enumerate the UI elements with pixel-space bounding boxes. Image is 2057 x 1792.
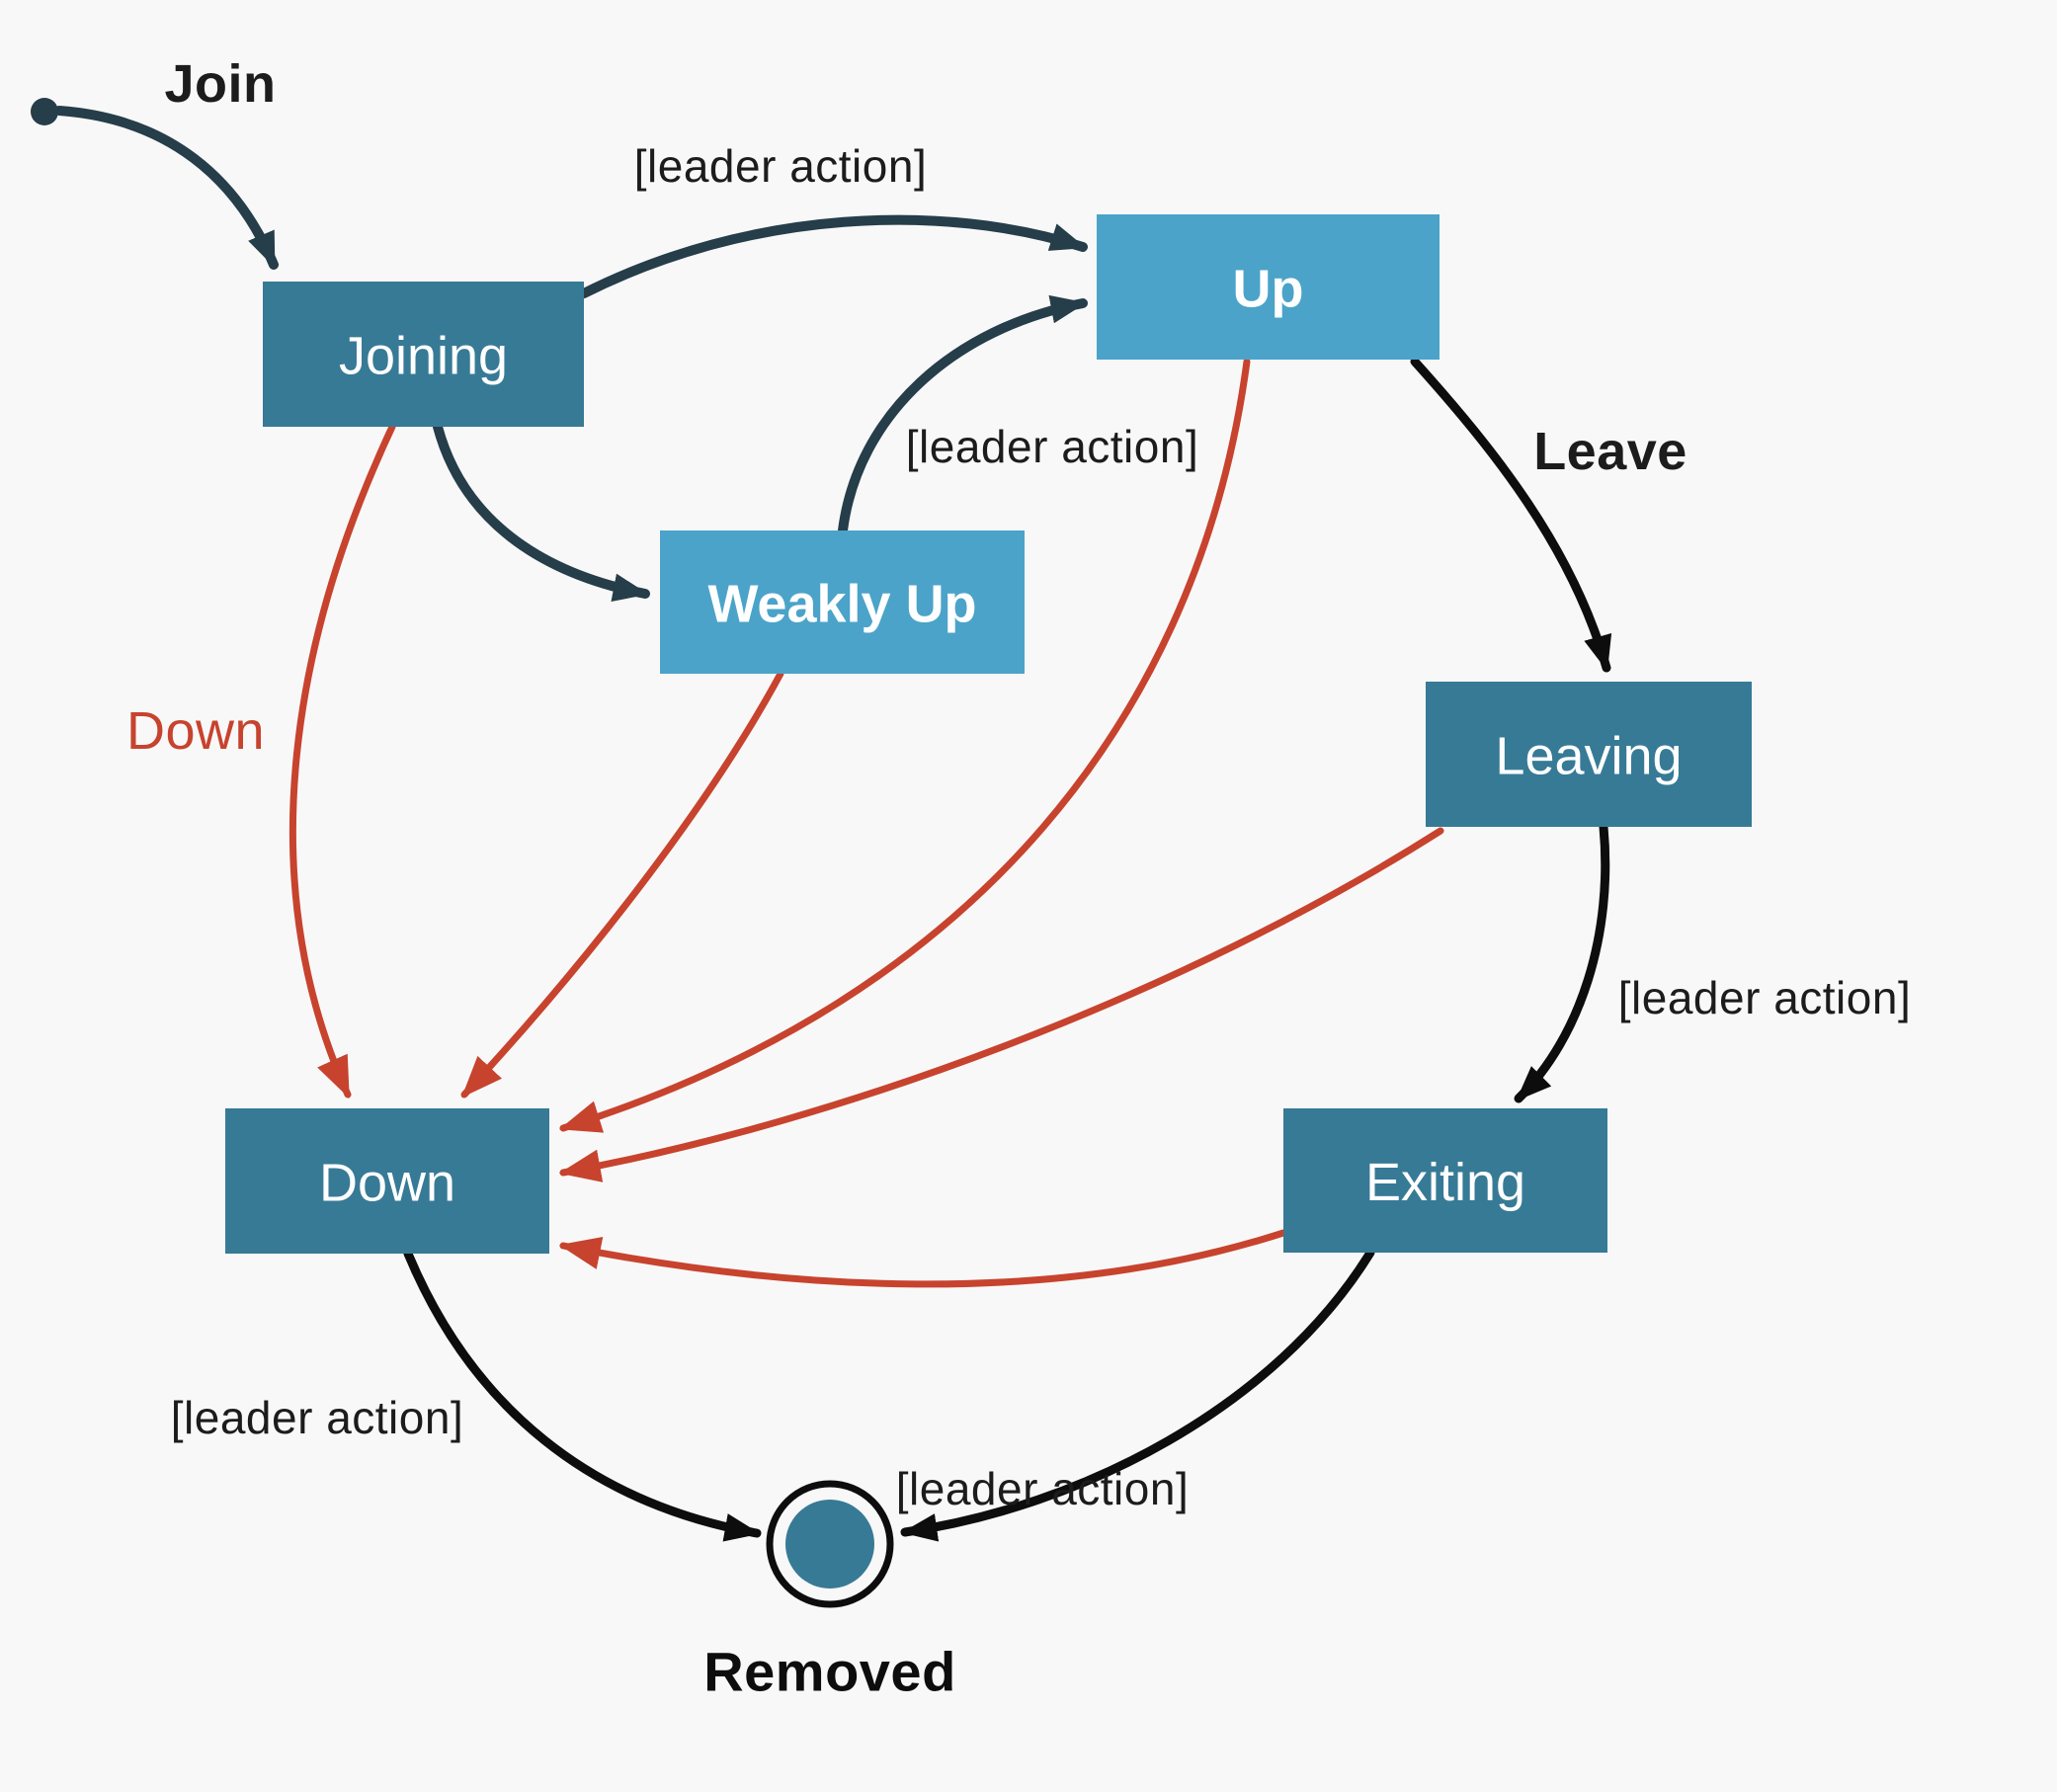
edge-down-to-removed (403, 1249, 762, 1542)
label-leader-action-top: [leader action] (634, 140, 927, 192)
label-leader-action-bottom-left: [leader action] (171, 1392, 463, 1443)
state-node-joining: Joining (263, 282, 584, 427)
state-label-leaving: Leaving (1495, 727, 1682, 786)
label-leader-action-middle: [leader action] (906, 421, 1198, 472)
state-node-exiting: Exiting (1283, 1108, 1607, 1253)
edges-layer (54, 106, 1612, 1542)
edge-up-to-down (558, 358, 1251, 1133)
edge-weaklyup-to-up (838, 294, 1088, 535)
edge-leaving-to-down (558, 827, 1444, 1182)
edge-up-to-leaving (1410, 357, 1612, 673)
label-leave: Leave (1533, 422, 1687, 481)
edge-joining-to-down (288, 423, 396, 1099)
state-node-leaving: Leaving (1426, 682, 1752, 827)
label-join: Join (164, 54, 276, 114)
label-leader-action-bottom-right: [leader action] (896, 1463, 1189, 1514)
state-label-joining: Joining (339, 327, 508, 386)
edge-start-to-joining (54, 106, 279, 270)
final-state-removed (766, 1480, 894, 1608)
label-leader-action-right: [leader action] (1618, 972, 1911, 1023)
state-node-weakly-up: Weakly Up (660, 530, 1025, 674)
edge-exiting-to-down (558, 1229, 1287, 1288)
state-node-up: Up (1097, 214, 1440, 360)
state-label-down: Down (319, 1154, 455, 1213)
labels-layer: Join [leader action] [leader action] LeaveD… (126, 54, 1911, 1703)
state-label-exiting: Exiting (1365, 1153, 1525, 1212)
state-box-exiting (1283, 1108, 1607, 1253)
state-box-joining (263, 282, 584, 427)
edge-leaving-to-exiting (1514, 822, 1610, 1103)
state-box-down (225, 1108, 549, 1254)
state-box-weakly-up (660, 530, 1025, 674)
state-box-leaving (1426, 682, 1752, 827)
initial-state-dot (31, 98, 58, 125)
label-removed: Removed (703, 1641, 956, 1703)
edge-joining-to-up (579, 214, 1088, 298)
label-down: Down (126, 701, 265, 761)
edge-joining-to-weaklyup (433, 422, 650, 602)
edge-exiting-to-removed (900, 1248, 1375, 1542)
state-box-up (1097, 214, 1440, 360)
final-state-inner-circle (785, 1500, 874, 1588)
state-label-weakly-up: Weakly Up (707, 575, 976, 634)
state-label-up: Up (1233, 260, 1304, 319)
edge-weaklyup-to-down (460, 670, 784, 1099)
state-node-down: Down (225, 1108, 549, 1254)
